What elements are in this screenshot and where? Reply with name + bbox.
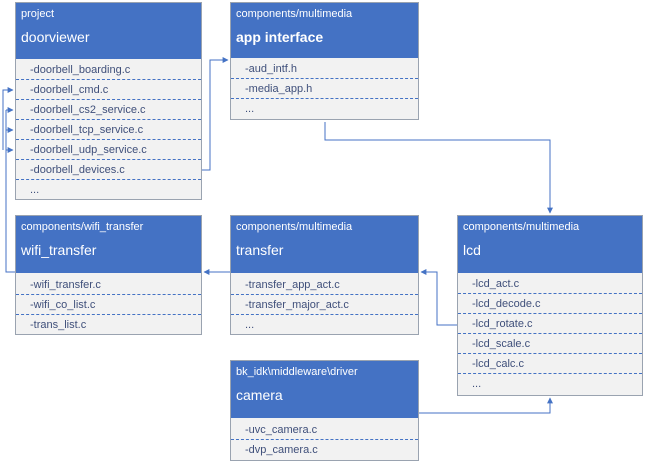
file-item: -lcd_calc.c [458, 354, 642, 374]
connector-doorviewer-to-app-interface [202, 57, 229, 171]
module-lcd-title: lcd [463, 242, 481, 258]
module-doorviewer-file-list: -doorbell_boarding.c -doorbell_cmd.c -do… [16, 59, 201, 200]
file-item: ... [472, 378, 482, 390]
module-doorviewer: project doorviewer -doorbell_boarding.c … [15, 2, 202, 200]
module-camera-header: bk_idk\middleware\driver camera [231, 361, 418, 418]
module-transfer-file-list: -transfer_app_act.c -transfer_major_act.… [231, 273, 418, 335]
module-camera-title: camera [236, 387, 283, 403]
module-transfer-header: components/multimedia transfer [231, 216, 418, 273]
file-item: -doorbell_boarding.c [16, 60, 201, 80]
module-lcd-file-list: -lcd_act.c -lcd_decode.c -lcd_rotate.c -… [458, 273, 642, 394]
file-item: -trans_list.c [30, 319, 87, 331]
module-doorviewer-title: doorviewer [21, 29, 90, 45]
file-item: -dvp_camera.c [245, 444, 318, 456]
module-app-interface-header: components/multimedia app interface [231, 3, 418, 58]
file-item: -doorbell_cs2_service.c [16, 100, 201, 120]
module-transfer-title: transfer [236, 242, 284, 258]
file-item: -lcd_rotate.c [458, 314, 642, 334]
connector-camera-to-lcd [419, 397, 553, 414]
file-item: -doorbell_devices.c [16, 160, 201, 180]
file-item: ... [245, 319, 255, 331]
module-app-interface-path: components/multimedia [236, 8, 353, 20]
module-camera-file-list: -uvc_camera.c -dvp_camera.c [231, 418, 418, 460]
file-item: -aud_intf.h [231, 59, 418, 79]
module-wifi-transfer-path: components/wifi_transfer [21, 221, 144, 233]
file-item: -wifi_transfer.c [16, 275, 201, 295]
module-doorviewer-header: project doorviewer [16, 3, 201, 59]
file-item: -transfer_app_act.c [231, 275, 418, 295]
module-wifi-transfer-file-list: -wifi_transfer.c -wifi_co_list.c -trans_… [16, 273, 201, 335]
module-wifi-transfer: components/wifi_transfer wifi_transfer -… [15, 215, 202, 335]
connector-app-interface-to-lcd [324, 122, 553, 214]
module-lcd-path: components/multimedia [463, 221, 580, 233]
file-item: -lcd_scale.c [458, 334, 642, 354]
connector-lcd-to-transfer [420, 269, 457, 326]
module-wifi-transfer-title: wifi_transfer [21, 242, 97, 258]
file-item: ... [245, 103, 255, 115]
module-camera-path: bk_idk\middleware\driver [236, 366, 358, 378]
module-camera: bk_idk\middleware\driver camera -uvc_cam… [230, 360, 419, 461]
connector-wifi-transfer-to-doorviewer-services [5, 110, 15, 273]
module-lcd: components/multimedia lcd -lcd_act.c -lc… [457, 215, 643, 396]
module-app-interface: components/multimedia app interface -aud… [230, 2, 419, 120]
module-doorviewer-path: project [21, 8, 55, 20]
module-lcd-header: components/multimedia lcd [458, 216, 642, 273]
file-item: ... [30, 184, 40, 196]
file-item: -lcd_act.c [458, 274, 642, 294]
module-transfer-path: components/multimedia [236, 221, 353, 233]
module-app-interface-title: app interface [236, 29, 324, 45]
module-transfer: components/multimedia transfer -transfer… [230, 215, 419, 335]
file-item: -transfer_major_act.c [231, 295, 418, 315]
module-wifi-transfer-header: components/wifi_transfer wifi_transfer [16, 216, 201, 273]
connector-service-to-cmd [2, 87, 14, 150]
file-item: -doorbell_cmd.c [16, 80, 201, 100]
file-item: -media_app.h [231, 79, 418, 99]
file-item: -doorbell_tcp_service.c [16, 120, 201, 140]
module-app-interface-file-list: -aud_intf.h -media_app.h ... [231, 58, 418, 119]
file-item: -doorbell_udp_service.c [16, 140, 201, 160]
file-item: -uvc_camera.c [231, 420, 418, 440]
file-item: -lcd_decode.c [458, 294, 642, 314]
file-item: -wifi_co_list.c [16, 295, 201, 315]
